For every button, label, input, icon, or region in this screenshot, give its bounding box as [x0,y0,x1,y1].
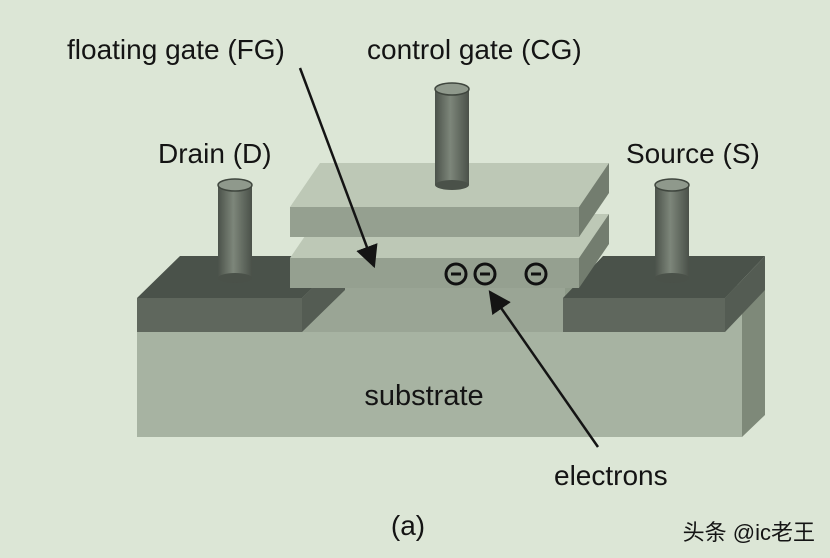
floating-gate-label: floating gate (FG) [67,34,285,65]
source-contact-pillar [654,178,690,283]
drain-label: Drain (D) [158,138,272,169]
electron-2 [473,262,497,286]
panel-label: (a) [391,510,425,541]
control-gate-contact-pillar [434,82,470,190]
electron-1 [444,262,468,286]
floating-gate-arrow [298,67,378,269]
source-label: Source (S) [626,138,760,169]
watermark-text: 头条 @ic老王 [683,520,815,545]
drain-contact-pillar [217,178,253,283]
control-gate-label: control gate (CG) [367,34,582,65]
electron-3 [524,262,548,286]
substrate-side [742,285,765,437]
source-block-side [725,256,765,332]
drain-block-front [137,298,302,332]
source-block-front [563,298,725,332]
electrons-label: electrons [554,460,668,491]
substrate-label: substrate [364,380,483,412]
control-gate-front [290,207,579,237]
electrons-arrow [488,290,600,448]
control-gate-side [579,163,609,237]
floating-gate-side [579,214,609,288]
